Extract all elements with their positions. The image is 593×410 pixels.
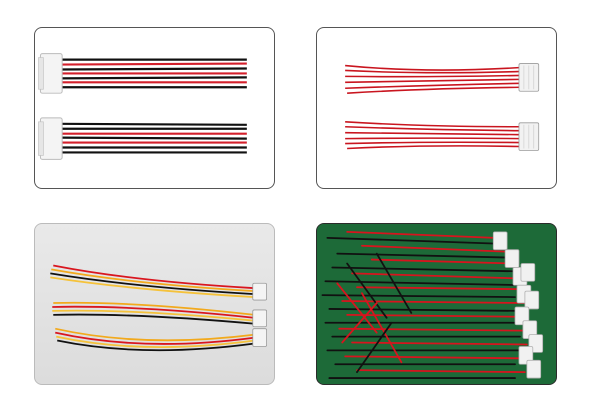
bottom-multicolor-cable [55,327,255,352]
wire-harness-illustration-1 [38,53,247,160]
wire-harness-illustration-4 [317,224,556,384]
upper-small-connector [518,63,540,92]
lower-red-wire-set [345,121,521,150]
bottom-cable-connector [252,328,267,347]
product-photo-multicolor-cables [34,223,275,385]
bulk-wire-pile [321,231,528,379]
top-cable-connector [252,282,267,301]
product-photo-bulk-wire-harnesses [316,223,557,385]
lower-small-connector [518,122,540,151]
wire-harness-illustration-3 [50,264,267,352]
upper-connector [38,53,63,94]
middle-multicolor-cable [52,301,255,325]
product-photo-red-black-wire-bundles [34,27,275,189]
wire-harness-illustration-2 [345,63,540,151]
lower-connector [38,117,63,160]
middle-cable-connector [252,309,267,328]
lower-wire-bundle [59,122,247,154]
upper-wire-bundle [59,58,247,89]
top-multicolor-cable [50,264,255,298]
product-photo-red-wire-sets [316,27,557,189]
upper-red-wire-set [345,64,521,94]
white-connectors [492,231,544,379]
